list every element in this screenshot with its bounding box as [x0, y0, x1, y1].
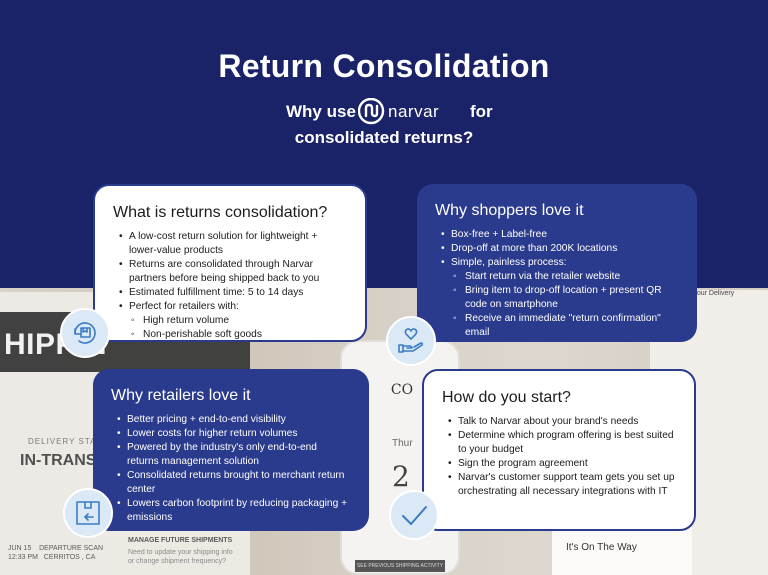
list-item: Estimated fulfillment time: 5 to 14 days [113, 286, 347, 300]
bg-on-the-way: It's On The Way [566, 542, 637, 553]
package-return-icon [63, 488, 113, 538]
bg-manage-text: Need to update your shipping info or cha… [128, 549, 233, 565]
bg-phone-date: 2 [392, 460, 410, 493]
list-subitem: Receive an immediate "return confirmatio… [435, 312, 679, 340]
list-subitem: Start return via the retailer website [435, 270, 679, 284]
return-box-icon [60, 308, 110, 358]
card-title: How do you start? [442, 389, 571, 406]
bg-delivery-status-label: DELIVERY STATUS [28, 437, 115, 446]
list-item: Box-free + Label-free [435, 228, 679, 242]
list-item: Determine which program offering is best… [442, 429, 676, 457]
bg-scan-text: JUN 15 DEPARTURE SCAN 12:33 PM CERRITOS … [8, 545, 104, 561]
card-why-shoppers: Why shoppers love it Box-free + Label-fr… [417, 184, 697, 342]
card-list: Better pricing + end-to-end visibility L… [111, 413, 351, 525]
bg-delivery-status-value: IN-TRANSIT [20, 452, 111, 469]
card-title: Why retailers love it [111, 387, 251, 404]
bg-manage-title: MANAGE FUTURE SHIPMENTS [128, 537, 233, 544]
page-title: Return Consolidation [218, 48, 550, 84]
card-list: Talk to Narvar about your brand's needs … [442, 415, 676, 499]
card-how-to-start: How do you start? Talk to Narvar about y… [422, 369, 696, 531]
card-list: A low-cost return solution for lightweig… [113, 230, 347, 342]
list-item: Lower costs for higher return volumes [111, 427, 351, 441]
card-list: Box-free + Label-free Drop-off at more t… [435, 228, 679, 340]
list-item: Perfect for retailers with: [113, 300, 347, 314]
list-item: Returns are consolidated through Narvar … [113, 258, 347, 286]
narvar-logo: narvar [357, 97, 468, 131]
list-item: Better pricing + end-to-end visibility [111, 413, 351, 427]
bg-phone-day: Thur [392, 438, 413, 449]
list-item: Narvar's customer support team gets you … [442, 471, 676, 499]
subtitle-line-1: Why use narvar for [0, 97, 768, 131]
list-subitem: Bring item to drop-off location + presen… [435, 284, 679, 312]
card-why-retailers: Why retailers love it Better pricing + e… [93, 369, 369, 531]
narvar-logo-icon: narvar [357, 97, 439, 125]
card-title: What is returns consolidation? [113, 204, 328, 221]
bg-strip-text: SEE PREVIOUS SHIPPING ACTIVITY [356, 563, 444, 569]
subtitle-why-use: Why use [286, 102, 356, 121]
list-subitem: High return volume [113, 314, 347, 328]
list-item: Drop-off at more than 200K locations [435, 242, 679, 256]
card-what-is-consolidation: What is returns consolidation? A low-cos… [93, 184, 367, 342]
heart-hand-icon [386, 316, 436, 366]
list-item: Talk to Narvar about your brand's needs [442, 415, 676, 429]
bg-phone-brand: CO [390, 382, 414, 398]
list-subitem: Non-perishable soft goods [113, 328, 347, 342]
card-title: Why shoppers love it [435, 202, 584, 219]
list-item: A low-cost return solution for lightweig… [113, 230, 347, 258]
list-item: Powered by the industry's only end-to-en… [111, 441, 351, 469]
svg-text:narvar: narvar [388, 102, 439, 121]
bg-shipping-activity-strip: SEE PREVIOUS SHIPPING ACTIVITY [355, 560, 445, 572]
list-item: Simple, painless process: [435, 256, 679, 270]
list-item: Sign the program agreement [442, 457, 676, 471]
subtitle-line-2: consolidated returns? [294, 128, 474, 147]
checkmark-icon [389, 490, 439, 540]
list-item: Lowers carbon footprint by reducing pack… [111, 497, 351, 525]
subtitle-for: for [470, 102, 493, 121]
list-item: Consolidated returns brought to merchant… [111, 469, 351, 497]
